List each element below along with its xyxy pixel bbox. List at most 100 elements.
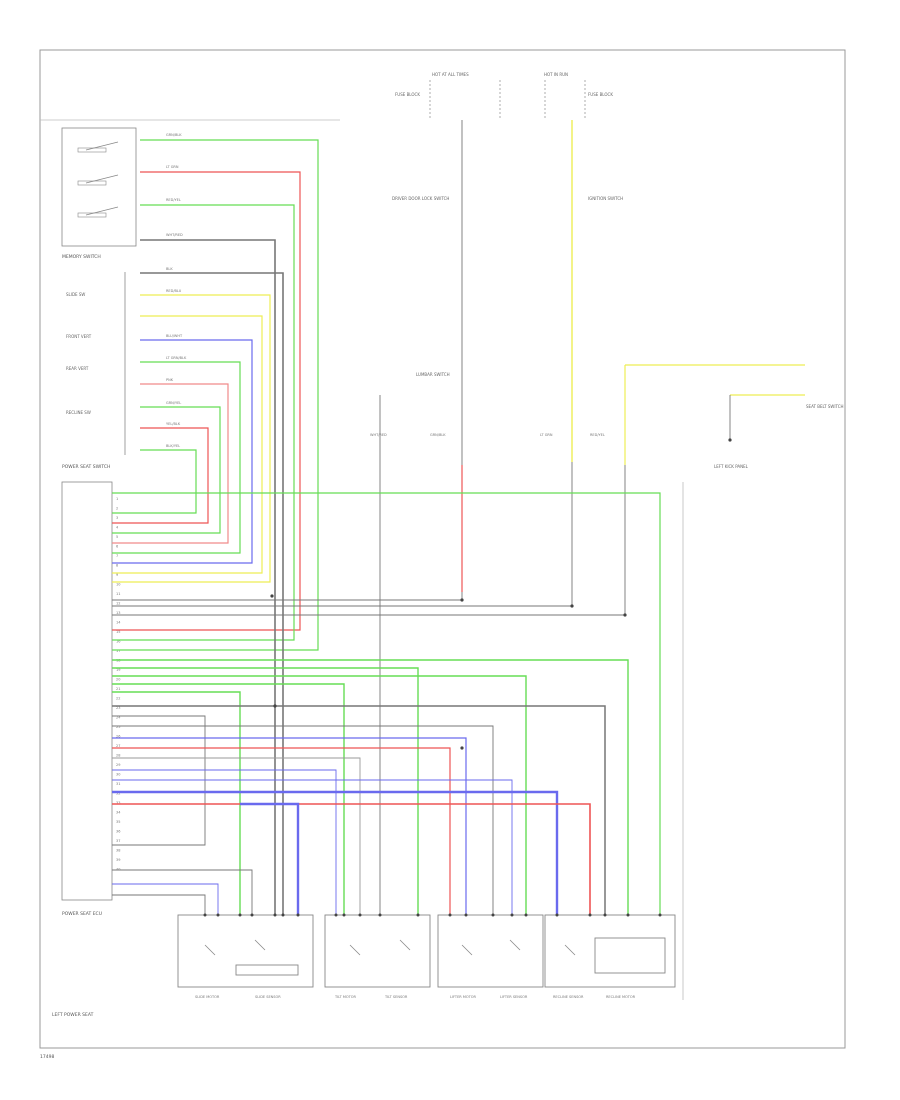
motor-label-4: TILT SENSOR [384,995,408,999]
connector-pin-11 [378,913,382,917]
connector-pin-9 [342,913,346,917]
wire-33 [112,737,467,915]
lumbar-switch-label: LUMBAR SWITCH [416,372,450,377]
ecu-pin-17: 17 [116,649,120,653]
wire-37 [112,779,513,915]
connector-pin-18 [555,913,559,917]
wire-20 [112,465,626,616]
wire-10 [112,383,229,544]
ecu-pin-8: 8 [116,564,118,568]
switch-row-3: REAR VERT [66,366,89,371]
memory-switch-label: MEMORY SWITCH [62,254,101,260]
memory-button-2 [77,180,107,186]
splice-5 [273,704,277,708]
connector-pin-21 [626,913,630,917]
ecu-pin-5: 5 [116,535,118,539]
ecu-pin-9: 9 [116,573,118,577]
wire-4 [140,239,276,915]
wire-38 [112,790,559,915]
wire-code-2: LT GRN [166,165,179,169]
slide-sensor-plate [235,964,299,976]
contact-2 [254,939,266,951]
wire-code-7: BLU/WHT [166,334,183,338]
connector-pin-8 [334,913,338,917]
wire-42 [112,883,219,915]
ecu-pin-16: 16 [116,640,120,644]
connector-pin-6 [281,913,285,917]
wire-code-5: BLK [166,267,173,271]
wire-36 [112,769,337,915]
ecu-pin-40: 40 [116,868,120,872]
page-code: 17498 [40,1054,54,1060]
connector-pin-16 [510,913,514,917]
fuse-block-left [429,80,501,120]
ecu-pin-38: 38 [116,849,120,853]
wire-code-16: WHT/RED [370,433,387,437]
splice-2 [460,598,464,602]
ecu-pin-37: 37 [116,839,120,843]
ecu-pin-35: 35 [116,820,120,824]
splice-3 [570,604,574,608]
seat-belt-switch-label: SEAT BELT SWITCH [806,404,844,409]
motor-label-6: LIFTER SENSOR [500,995,528,999]
contact-3 [349,944,361,956]
ecu-pin-2: 2 [116,507,118,511]
splice-1 [728,438,732,442]
wire-2 [112,171,301,631]
ecu-pin-29: 29 [116,763,120,767]
motor-label-8: RECLINE MOTOR [606,995,636,999]
connector-pin-17 [524,913,528,917]
wire-code-15: RED/YEL [590,433,605,437]
ecu-pin-21: 21 [116,687,120,691]
ecu-pin-39: 39 [116,858,120,862]
wire-6 [112,294,271,583]
ecu-pin-33: 33 [116,801,120,805]
ecu-pin-12: 12 [116,602,120,606]
switch-row-4: RECLINE SW [66,410,91,415]
power-seat-ecu-box [61,481,113,901]
wire-43 [112,894,206,915]
connector-pin-12 [416,913,420,917]
ground-label: LEFT KICK PANEL [714,464,749,469]
connector-pin-5 [273,913,277,917]
slide-module-box [177,914,314,988]
fuse-block-right [544,80,586,120]
ecu-pin-3: 3 [116,516,118,520]
power-seat-ecu-label: POWER SEAT ECU [62,911,102,917]
ecu-pin-11: 11 [116,592,120,596]
ecu-pin-22: 22 [116,697,120,701]
ecu-pin-13: 13 [116,611,120,615]
connector-pin-15 [491,913,495,917]
wire-9 [112,361,241,554]
wire-28 [112,683,345,915]
motor-label-5: LIFTER MOTOR [450,995,476,999]
left-power-seat-label: LEFT POWER SEAT [52,1012,94,1018]
wire-17 [112,462,573,607]
ecu-pin-1: 1 [116,497,118,501]
diagram-frame [39,49,846,1049]
ecu-pin-28: 28 [116,754,120,758]
splice-4 [623,613,627,617]
wire-24 [112,492,661,915]
wire-34 [112,747,451,915]
ecu-pin-26: 26 [116,735,120,739]
contact-7 [564,944,576,956]
splice-7 [270,594,274,598]
ecu-pin-30: 30 [116,773,120,777]
ecu-pin-27: 27 [116,744,120,748]
ecu-pin-14: 14 [116,621,121,625]
connector-pin-10 [358,913,362,917]
ignition-switch-label: IGNITION SWITCH [588,196,623,201]
ecu-pin-23: 23 [116,706,120,710]
connector-pin-1 [203,913,207,917]
ecu-pin-10: 10 [116,583,120,587]
connector-pin-4 [250,913,254,917]
fuse-block-right-label: FUSE BLOCK [588,92,613,97]
wire-32 [112,725,494,915]
ecu-pin-7: 7 [116,554,118,558]
wire-40 [240,802,300,915]
ecu-pin-4: 4 [116,526,119,530]
splice-6 [460,746,464,750]
wire-7 [112,315,263,574]
motor-label-2: SLIDE SENSOR [255,995,281,999]
